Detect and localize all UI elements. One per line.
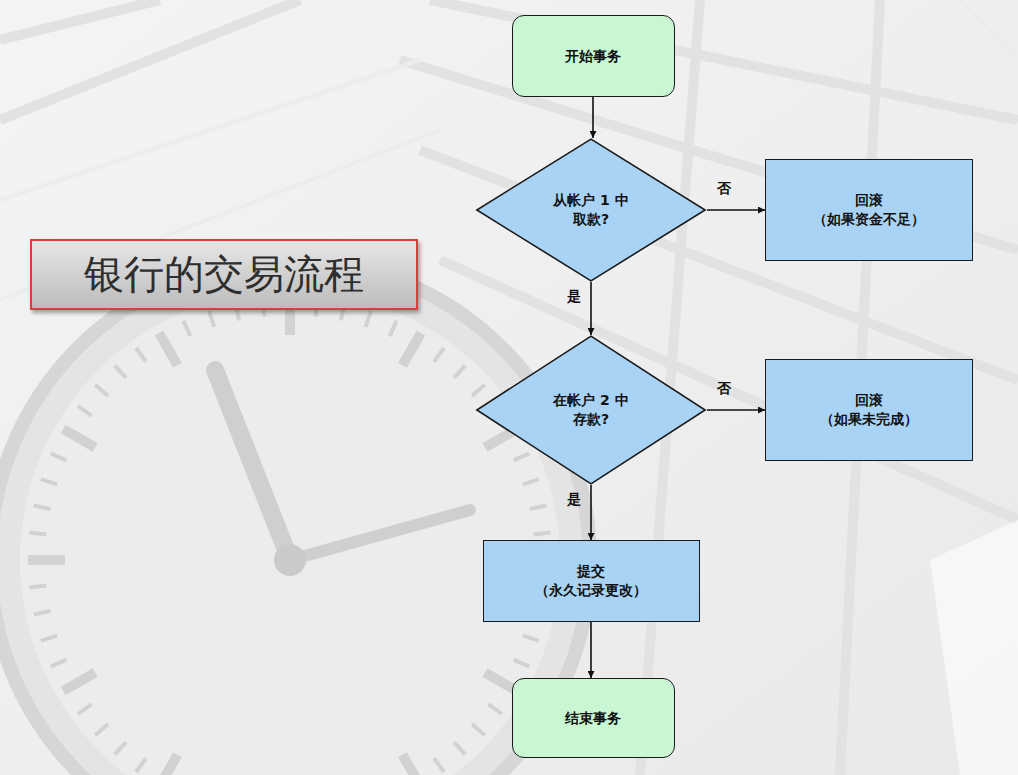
flow-arrow — [707, 209, 765, 211]
title-text: 银行的交易流程 — [84, 247, 364, 302]
decision-diamond: 从帐户 1 中 取款? — [475, 138, 707, 282]
node-text: 从帐户 1 中 取款? — [541, 191, 641, 229]
terminal-box: 开始事务 — [512, 15, 675, 97]
edge-label: 否 — [715, 180, 733, 198]
text-group: 开始事务 — [565, 47, 621, 66]
flow-arrow — [590, 282, 592, 335]
text-group: 回滚 （如果未完成） — [807, 391, 931, 429]
text-group: 从帐户 1 中 取款? — [541, 191, 641, 229]
flow-arrow — [707, 409, 765, 411]
diamond-outline — [475, 335, 707, 485]
flow-arrow — [592, 97, 594, 138]
text-group: 提交 （永久记录更改） — [529, 562, 653, 600]
title-box: 银行的交易流程 — [30, 239, 418, 310]
node-text: 提交 （永久记录更改） — [529, 562, 653, 600]
decision-diamond: 在帐户 2 中 存款? — [475, 335, 707, 485]
node-text: 回滚 （如果资金不足） — [807, 191, 931, 229]
process-box: 回滚 （如果资金不足） — [765, 159, 973, 261]
node-text: 结束事务 — [565, 709, 621, 728]
terminal-box: 结束事务 — [512, 678, 675, 758]
flow-arrow — [590, 622, 592, 678]
edge-label: 是 — [565, 491, 583, 509]
text-group: 结束事务 — [565, 709, 621, 728]
node-text: 在帐户 2 中 存款? — [541, 391, 641, 429]
node-text: 回滚 （如果未完成） — [807, 391, 931, 429]
edge-label: 否 — [715, 380, 733, 398]
process-box: 提交 （永久记录更改） — [483, 540, 700, 622]
flow-arrow — [590, 485, 592, 540]
process-box: 回滚 （如果未完成） — [765, 359, 973, 461]
node-text: 开始事务 — [565, 47, 621, 66]
edge-label: 是 — [565, 288, 583, 306]
text-group: 在帐户 2 中 存款? — [541, 391, 641, 429]
diamond-outline — [475, 138, 707, 282]
text-group: 回滚 （如果资金不足） — [807, 191, 931, 229]
